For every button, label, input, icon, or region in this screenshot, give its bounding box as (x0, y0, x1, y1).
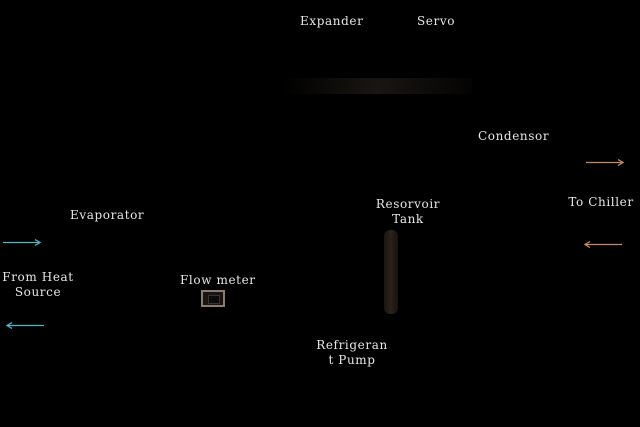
expander-shape (282, 78, 472, 94)
from-heat-label-line1: From Heat (2, 270, 74, 284)
from-heat-label-line2: Source (14, 285, 62, 299)
to-chiller-label: To Chiller (568, 195, 634, 209)
chiller-return-arrow-icon (582, 240, 622, 249)
pump-label-line2: t Pump (328, 353, 376, 367)
pump-label-line1: Refrigeran (316, 338, 388, 352)
heat-source-inflow-arrow-icon (3, 238, 43, 247)
evaporator-label: Evaporator (70, 208, 145, 222)
flow-meter-display (208, 295, 220, 304)
refrigerant-pump-label: Refrigeran t Pump (314, 338, 390, 368)
reservoir-tank-label: Resorvoir Tank (372, 197, 444, 227)
flow-meter-icon (201, 290, 225, 307)
reservoir-label-line2: Tank (392, 212, 424, 226)
chiller-outflow-arrow-icon (586, 158, 626, 167)
condensor-label: Condensor (478, 129, 550, 143)
reservoir-label-line1: Resorvoir (375, 197, 441, 211)
flow-meter-label: Flow meter (180, 273, 256, 287)
from-heat-source-label: From Heat Source (2, 270, 74, 300)
reservoir-tank-shape (384, 230, 398, 314)
heat-source-return-arrow-icon (4, 321, 44, 330)
expander-label: Expander (300, 14, 364, 28)
servo-label: Servo (416, 14, 456, 28)
